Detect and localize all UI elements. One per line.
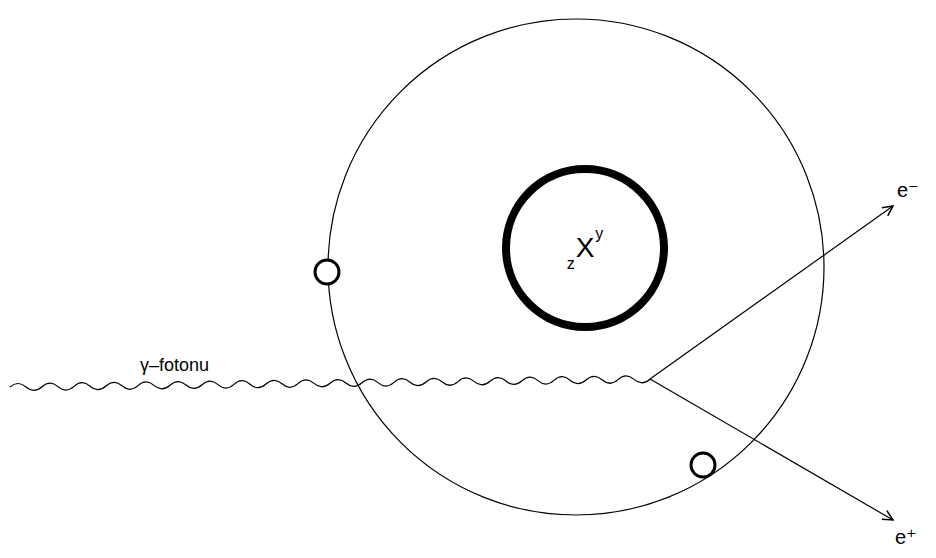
element-symbol: X (576, 234, 595, 262)
gamma-photon-wave (10, 376, 650, 391)
electron (691, 453, 715, 477)
photon-label: γ–fotonu (140, 356, 209, 374)
electron-label: e⁻ (897, 180, 919, 200)
electron (315, 260, 339, 284)
electron-orbit (328, 19, 824, 515)
mass-number: y (595, 226, 603, 242)
atomic-number: z (567, 256, 575, 272)
nucleus-circle: zXy (502, 165, 668, 331)
positron-label: e⁺ (895, 527, 917, 547)
positron-track (650, 379, 893, 520)
electron-track (650, 206, 893, 379)
